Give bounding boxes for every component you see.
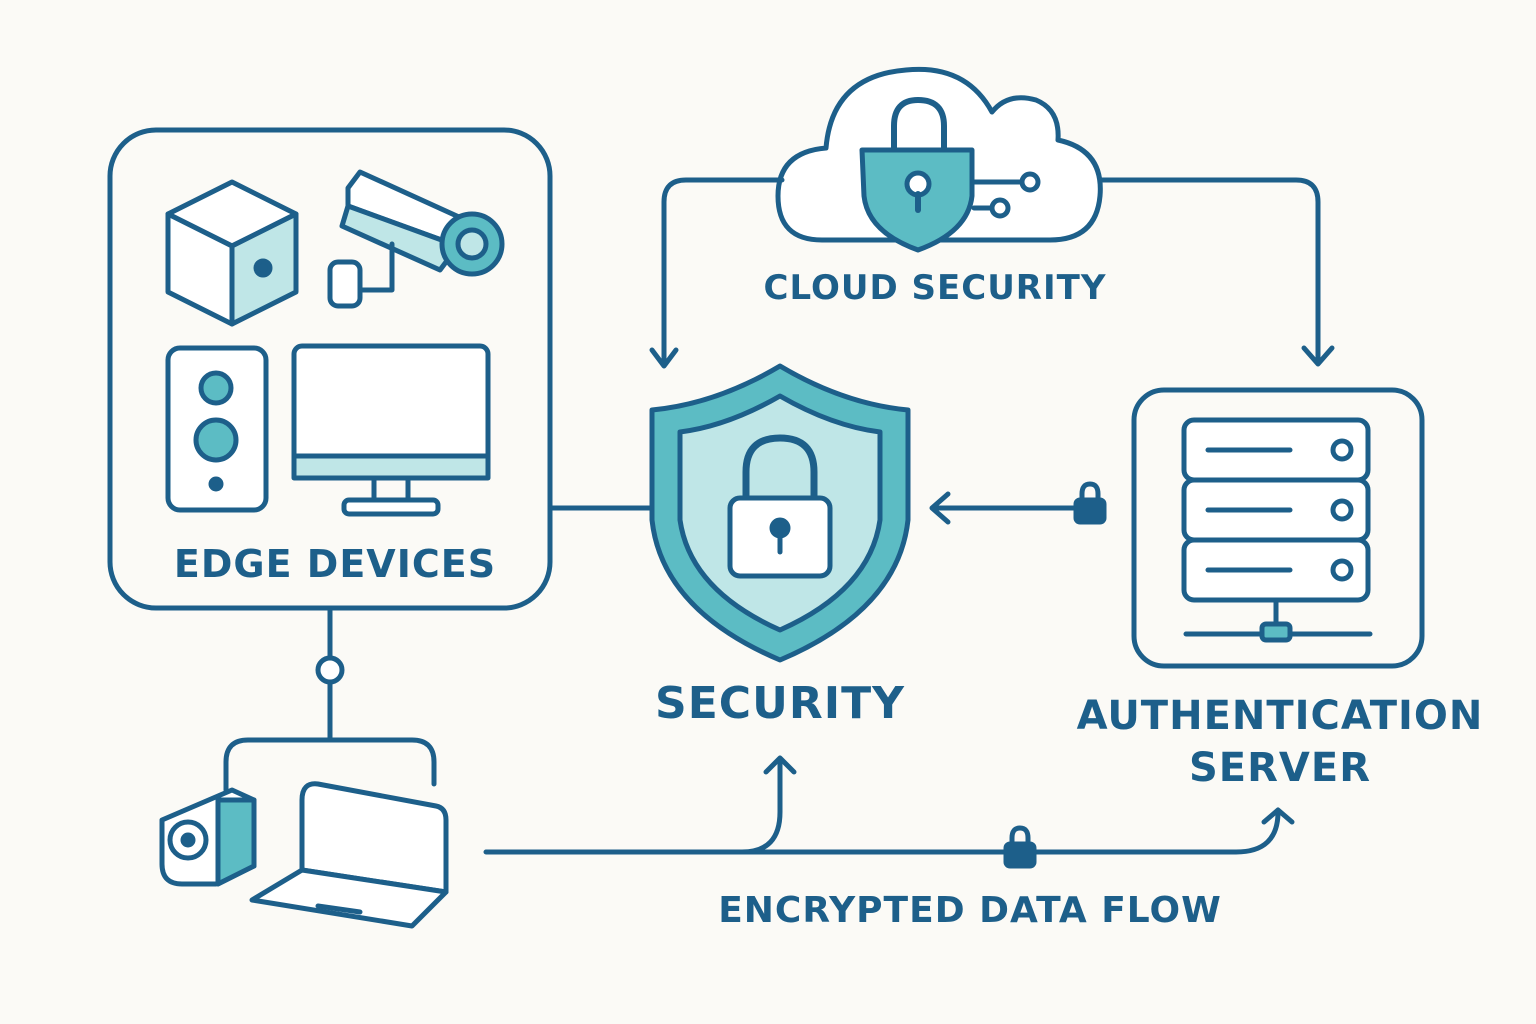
padlock-icon (1073, 481, 1107, 525)
edge-devices-label: EDGE DEVICES (173, 542, 497, 586)
flow-to-security-arrow (739, 755, 797, 855)
auth-server-label: AUTHENTICATION SERVER (1070, 690, 1490, 794)
auth-server-panel (1131, 387, 1425, 669)
encrypted-flow-label: ENCRYPTED DATA FLOW (718, 890, 1222, 931)
auth-server-label-line1: AUTHENTICATION (1076, 693, 1484, 739)
shield-padlock-icon (649, 363, 911, 663)
cloud-to-security-arrow (649, 177, 785, 369)
server-to-security-arrow (929, 491, 1077, 525)
security-label: SECURITY (655, 678, 905, 729)
padlock-icon (1003, 825, 1037, 869)
laptop-icon (249, 781, 449, 929)
cloud-padlock-icon (775, 66, 1103, 253)
auth-server-label-line2: SERVER (1188, 745, 1371, 791)
edge-to-endpoints-line (223, 605, 437, 793)
monitor-icon (291, 343, 491, 517)
camera-icon (159, 787, 257, 887)
server-rack-icon (1181, 417, 1373, 643)
encrypted-flow-line (483, 807, 1295, 855)
cube-icon (165, 179, 299, 327)
connector-node (315, 655, 345, 685)
speaker-icon (165, 345, 269, 513)
cloud-security-label: CLOUD SECURITY (763, 268, 1107, 308)
security-camera-icon (327, 169, 505, 309)
cloud-to-server-arrow (1097, 177, 1335, 367)
